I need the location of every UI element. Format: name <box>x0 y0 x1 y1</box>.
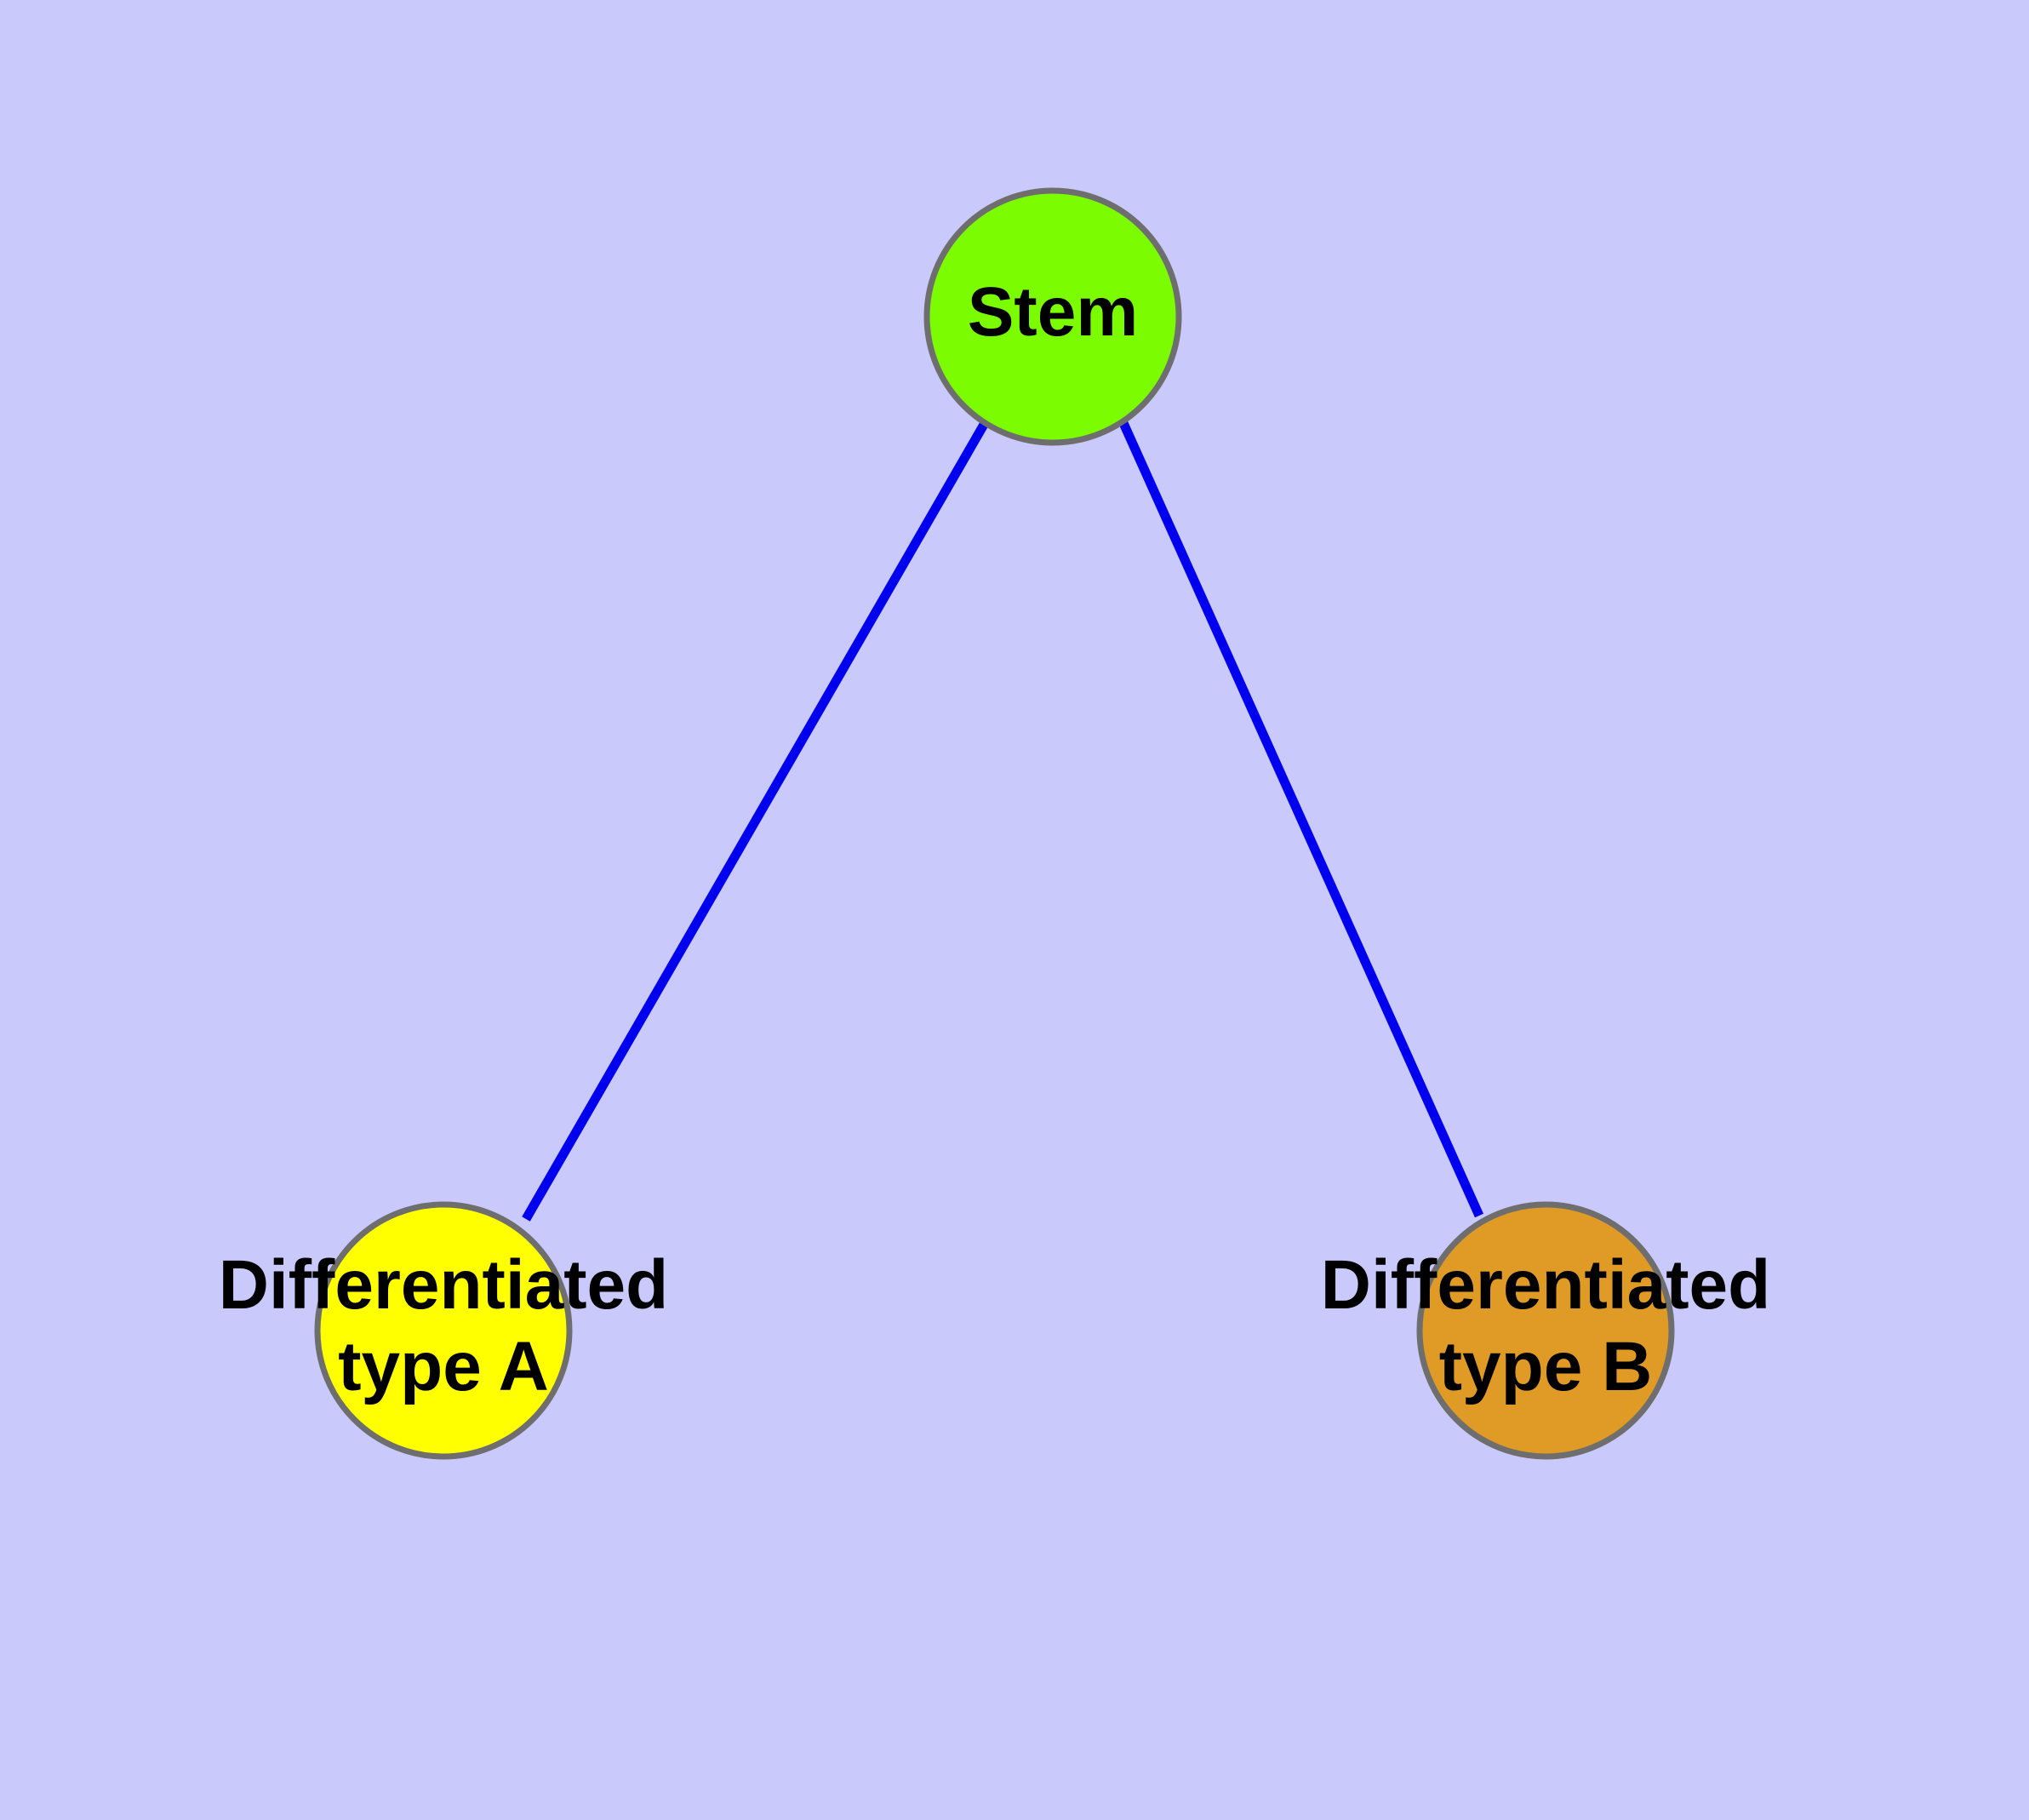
edges-group <box>522 421 1484 1222</box>
node-differentiated-type-b-circle[interactable] <box>1416 1201 1675 1460</box>
node-differentiated-type-a[interactable] <box>314 1201 573 1460</box>
nodes-group <box>314 187 1675 1460</box>
edge-stem-to-differentiated-type-b[interactable] <box>1118 421 1484 1218</box>
node-stem-label: Stem <box>968 273 1139 351</box>
node-stem[interactable] <box>923 187 1182 446</box>
node-differentiated-type-b[interactable] <box>1416 1201 1675 1460</box>
node-differentiated-type-a-circle[interactable] <box>314 1201 573 1460</box>
edge-stem-to-differentiated-type-a[interactable] <box>522 421 989 1222</box>
node-stem-circle[interactable] <box>923 187 1182 446</box>
